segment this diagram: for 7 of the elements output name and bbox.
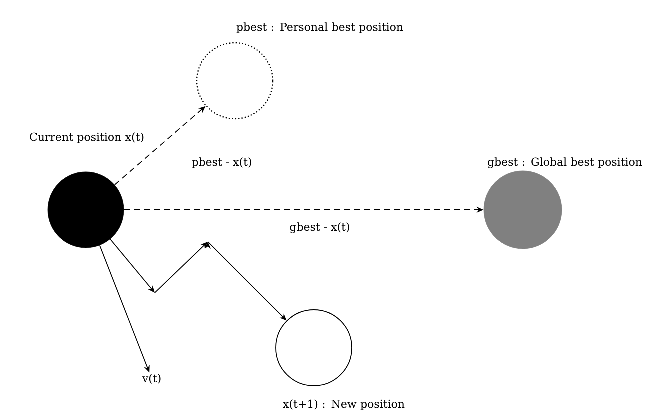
edge-label: gbest - x(t) <box>288 222 352 234</box>
node-label: gbest : Global best position <box>488 158 642 168</box>
edge-label: pbest - x(t) <box>190 156 254 170</box>
node-label: pbest : Personal best position <box>236 22 404 34</box>
node-label: x(t+1) : New position <box>283 400 405 410</box>
vector-label: v(t) <box>142 374 161 384</box>
node-label: Current position x(t) <box>30 132 144 144</box>
